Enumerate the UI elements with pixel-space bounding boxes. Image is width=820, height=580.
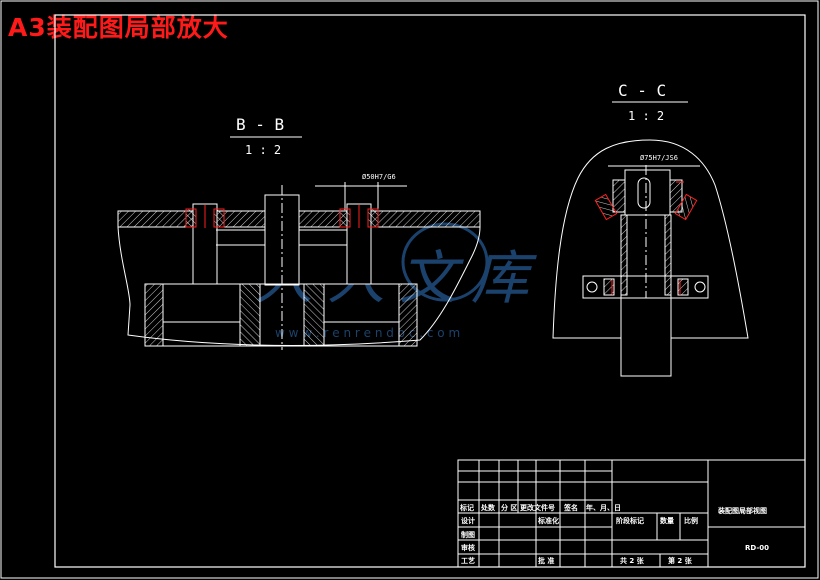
tb-drawing-name: 装配图局部视图 (717, 506, 767, 515)
view-bb: B - B 1 : 2 Ø50H7/G6 (117, 115, 481, 350)
watermark-url: w w w . r e n r e n d o c . c o m (275, 326, 460, 340)
tb-quantity: 数量 (660, 516, 674, 525)
tb-header-0: 标记 (459, 503, 474, 512)
view-bb-dimension: Ø50H7/G6 (362, 173, 396, 181)
tb-row-design: 设计 (461, 516, 475, 525)
tb-approval: 批 准 (538, 556, 554, 565)
tb-row-check: 审核 (461, 543, 475, 552)
view-cc: C - C 1 : 2 Ø75H7/JS6 (552, 81, 749, 377)
tb-scale: 比例 (684, 516, 698, 525)
sheet-title: A3装配图局部放大 (8, 13, 229, 42)
tb-sheets-total: 共 2 张 (620, 556, 645, 565)
tb-header-1: 处数 (480, 503, 496, 512)
tb-drawing-code: RD-00 (745, 544, 769, 552)
view-cc-dimension: Ø75H7/JS6 (640, 154, 678, 162)
view-bb-scale: 1 : 2 (245, 143, 281, 157)
tb-standardization: 标准化 (537, 516, 559, 525)
drawing-frame (54, 14, 806, 568)
tb-sheet-current: 第 2 张 (668, 556, 693, 565)
view-cc-label: C - C (618, 81, 666, 100)
tb-row-process: 工艺 (461, 556, 475, 565)
tb-row-draw: 制图 (461, 530, 475, 539)
tb-header-3: 更改文件号 (520, 503, 555, 512)
tb-header-4: 签名 (563, 503, 578, 512)
title-block-text: 标记 处数 分 区 更改文件号 签名 年、月、日 设计 制图 审核 工艺 标准化… (459, 503, 769, 565)
title-block (457, 459, 806, 568)
view-bb-label: B - B (236, 115, 284, 134)
tb-header-5: 年、月、日 (586, 503, 621, 512)
tb-header-2: 分 区 (501, 503, 517, 512)
view-cc-scale: 1 : 2 (628, 109, 664, 123)
tb-stage-mark: 阶段标记 (616, 516, 644, 525)
